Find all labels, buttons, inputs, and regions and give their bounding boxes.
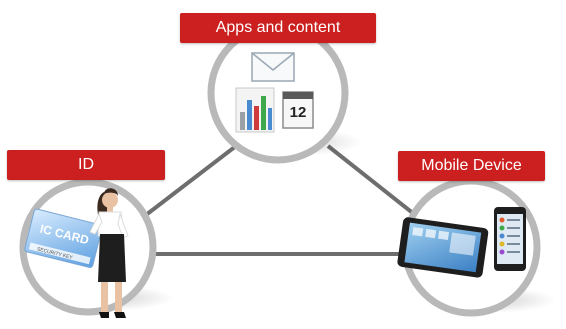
node-apps: 12 xyxy=(207,22,362,164)
node-id: IC CARD SECURITY KEY xyxy=(19,178,174,318)
id-card-icon: IC CARD SECURITY KEY xyxy=(24,208,103,268)
label-mobile-device: Mobile Device xyxy=(398,151,545,181)
connector-lines xyxy=(140,144,416,256)
bar-chart-icon xyxy=(235,87,275,133)
connector-apps-mobile xyxy=(326,144,416,216)
connector-apps-id xyxy=(140,144,238,220)
businesswoman-figure xyxy=(89,188,129,318)
tablet-icon xyxy=(397,217,489,278)
node-ring-apps xyxy=(207,22,349,164)
smartphone-icon xyxy=(494,207,526,271)
label-apps-and-content: Apps and content xyxy=(180,13,376,43)
envelope-icon xyxy=(251,52,295,82)
label-id: ID xyxy=(7,150,165,180)
calendar-day: 12 xyxy=(290,104,307,121)
calendar-icon: 12 xyxy=(282,91,314,129)
node-mobile xyxy=(397,177,556,317)
